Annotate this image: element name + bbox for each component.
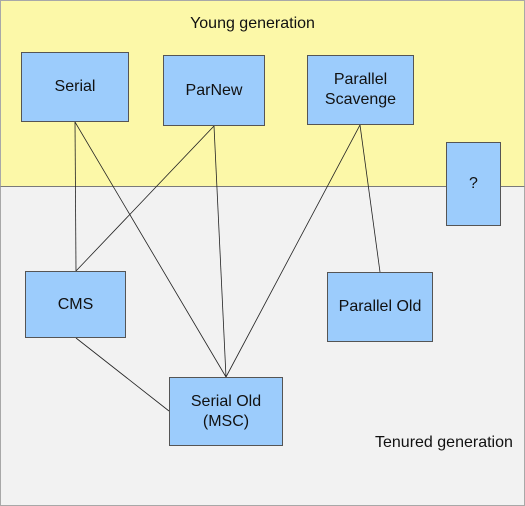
node-parallel-old-label: Parallel Old [338, 298, 422, 315]
link-serial-to-cms [74, 121, 77, 272]
node-serial-label: Serial [54, 78, 96, 95]
link-parallel-scavenge-to-serial-old [225, 124, 361, 378]
node-parnew-label: ParNew [185, 81, 243, 99]
node-parallel-scavenge-label: Parallel Scavenge [324, 71, 397, 108]
young-generation-label: Young generation [190, 15, 315, 32]
link-cms-to-serial-old [75, 337, 170, 412]
node-unknown[interactable]: ? [446, 142, 501, 226]
link-serial-to-serial-old [74, 121, 227, 378]
node-serial[interactable]: Serial [21, 52, 129, 122]
link-parnew-to-serial-old [213, 125, 227, 378]
node-unknown-label: ? [469, 175, 478, 192]
node-parnew[interactable]: ParNew [163, 55, 265, 126]
node-cms[interactable]: CMS [25, 271, 126, 338]
node-parallel-scavenge[interactable]: Parallel Scavenge [307, 55, 414, 125]
node-serial-old-label: Serial Old (MSC) [190, 392, 262, 430]
node-parallel-old[interactable]: Parallel Old [327, 272, 433, 342]
link-parnew-to-cms [75, 125, 215, 272]
node-cms-label: CMS [57, 295, 94, 313]
tenured-generation-region [0, 187, 525, 506]
tenured-generation-label: Tenured generation [375, 434, 513, 451]
link-parallel-scavenge-to-parallel-old [359, 124, 381, 273]
node-serial-old[interactable]: Serial Old (MSC) [169, 377, 283, 446]
